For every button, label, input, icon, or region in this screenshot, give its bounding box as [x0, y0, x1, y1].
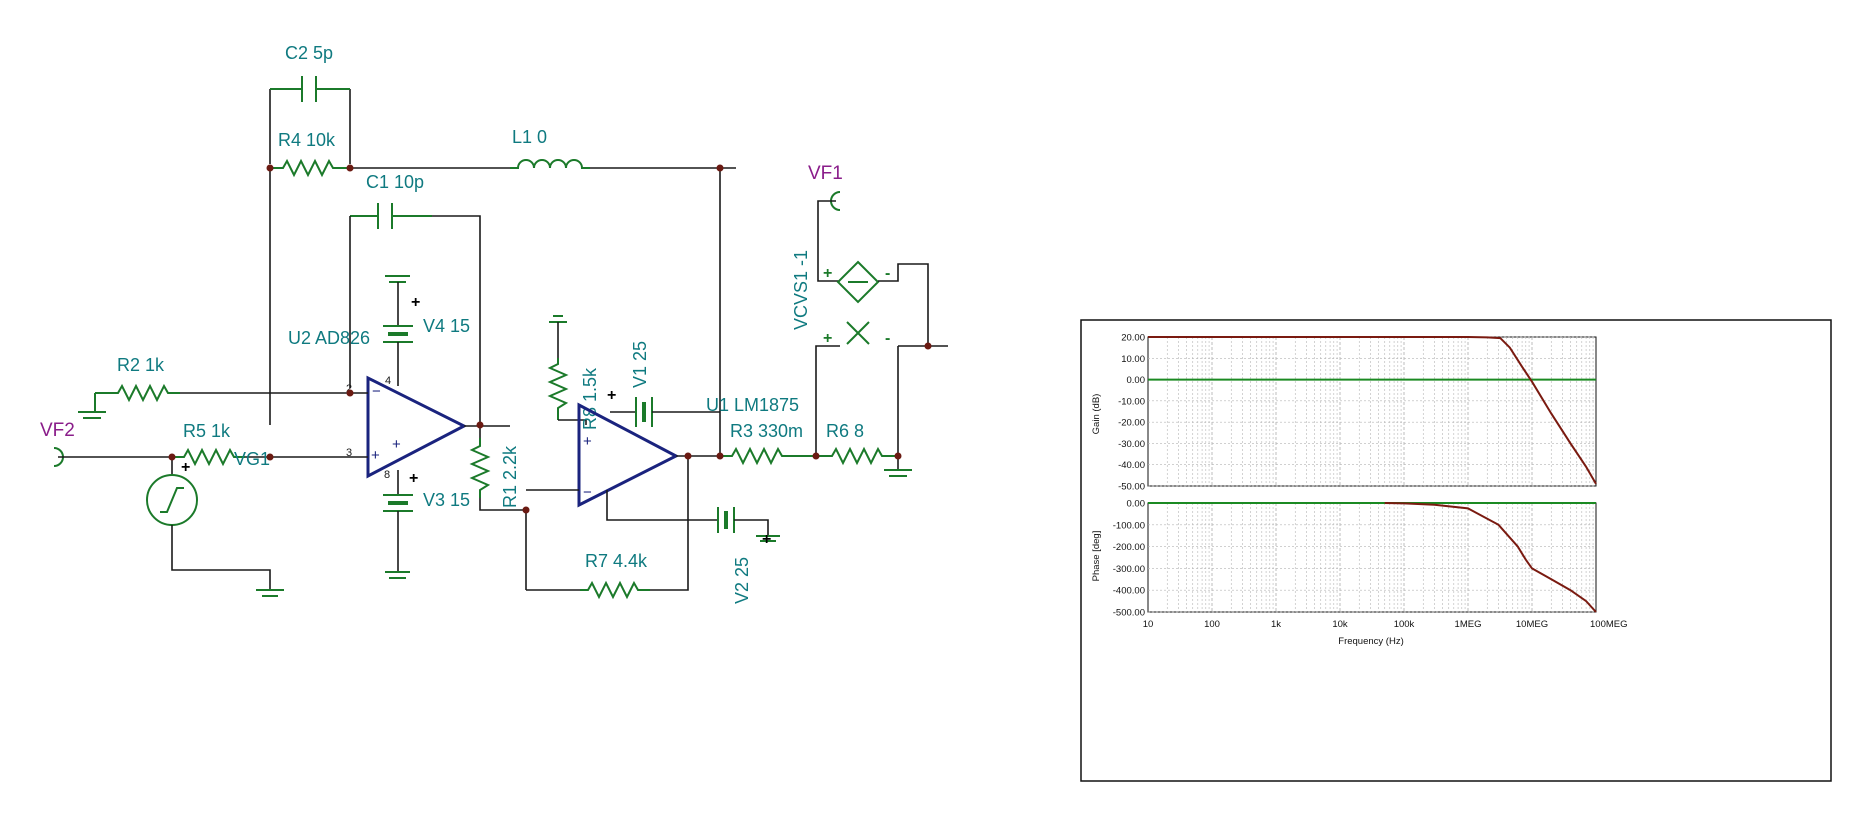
resistor-r5[interactable] — [172, 447, 245, 467]
y-tick-label: -10.00 — [1118, 396, 1145, 407]
plot-frame — [1080, 319, 1832, 782]
x-tick-label: 100 — [1204, 619, 1220, 630]
vcvs1-minus-out: - — [885, 330, 890, 347]
plot-series — [1148, 336, 1597, 613]
label-r5: R5 1k — [183, 421, 231, 441]
label-c2: C2 5p — [285, 43, 333, 63]
inductor-l1[interactable] — [510, 159, 590, 169]
opamp-u1[interactable] — [577, 402, 680, 508]
frequency-axis-label: Frequency (Hz) — [1338, 636, 1403, 647]
capacitor-c1[interactable] — [349, 203, 481, 425]
label-r8: R8 1.5k — [580, 367, 600, 430]
vcvs1-plus-out: + — [823, 330, 832, 347]
vcvs1-plus-in: + — [823, 265, 832, 282]
y-tick-label: -30.00 — [1118, 439, 1145, 450]
y-tick-label: -400.00 — [1113, 586, 1145, 597]
x-tick-label: 1MEG — [1455, 619, 1482, 630]
u2-plus-sign-2: + — [392, 436, 401, 453]
phase-axis-label: Phase [deg] — [1091, 531, 1102, 582]
plot-reference-lines — [1148, 378, 1596, 504]
label-vcvs1: VCVS1 -1 — [791, 250, 811, 330]
label-vf2: VF2 — [40, 420, 75, 441]
battery-v3[interactable] — [383, 470, 413, 579]
label-v4: V4 15 — [423, 316, 470, 336]
label-r1: R1 2.2k — [500, 445, 520, 508]
y-tick-label: 0.00 — [1127, 375, 1146, 386]
x-tick-label: 1k — [1271, 619, 1281, 630]
y-tick-label: 0.00 — [1127, 499, 1146, 510]
v4-plus-sign: + — [411, 294, 420, 311]
battery-v2[interactable] — [606, 490, 780, 542]
x-tick-label: 10k — [1332, 619, 1348, 630]
label-v3: V3 15 — [423, 490, 470, 510]
gain-axis-label: Gain (dB) — [1091, 394, 1102, 435]
label-c1: C1 10p — [366, 172, 424, 192]
label-vf1: VF1 — [808, 163, 843, 184]
label-u1: U1 LM1875 — [706, 395, 799, 415]
x-tick-label: 10 — [1143, 619, 1154, 630]
plot-tick-labels: 20.00 10.00 0.00 -10.00 -20.00 -30.00 -40.00 -5… — [1113, 333, 1628, 631]
label-u2: U2 AD826 — [288, 328, 370, 348]
u1-plus-sign: + — [583, 433, 592, 450]
bode-plot-window: 20.00 10.00 0.00 -10.00 -20.00 -30.00 -40.00 -5… — [1080, 319, 1832, 782]
label-r3: R3 330m — [730, 421, 803, 441]
u2-plus-sign: + — [371, 447, 380, 464]
y-tick-label: -20.00 — [1118, 418, 1145, 429]
label-r4: R4 10k — [278, 130, 336, 150]
circuit-schematic: C2 5p R4 10k L1 0 C1 10p — [40, 43, 948, 604]
y-tick-label: -50.00 — [1118, 482, 1145, 493]
resistor-r6[interactable] — [816, 446, 898, 466]
y-tick-label: 20.00 — [1121, 333, 1145, 344]
opamp-u2[interactable] — [366, 375, 468, 479]
x-tick-label: 100MEG — [1590, 619, 1628, 630]
y-tick-label: 10.00 — [1121, 354, 1145, 365]
battery-v4[interactable] — [383, 275, 413, 386]
u2-pin-inv: 2 — [346, 383, 352, 395]
resistor-r4[interactable] — [270, 158, 350, 178]
battery-v1[interactable] — [610, 397, 720, 427]
v1-plus-sign: + — [607, 387, 616, 404]
junction-dots — [168, 164, 932, 514]
vg1-plus-sign: + — [181, 459, 190, 476]
u1-minus-sign: − — [583, 484, 592, 501]
x-tick-label: 100k — [1394, 619, 1415, 630]
y-tick-label: -300.00 — [1113, 564, 1145, 575]
u2-pin-vminus: 8 — [384, 469, 390, 481]
label-v1: V1 25 — [630, 341, 650, 388]
plot-grid — [1147, 336, 1597, 613]
u2-minus-sign: − — [372, 383, 381, 400]
vcvs-vcvs1[interactable] — [815, 260, 948, 456]
resistor-r2[interactable] — [78, 383, 368, 419]
generator-vg1[interactable] — [146, 457, 284, 597]
y-tick-label: -500.00 — [1113, 608, 1145, 619]
label-r2: R2 1k — [117, 355, 165, 375]
vcvs1-minus-in: - — [885, 265, 890, 282]
u2-pin-vplus: 4 — [385, 375, 391, 387]
label-l1: L1 0 — [512, 127, 547, 147]
y-tick-label: -100.00 — [1113, 520, 1145, 531]
x-tick-label: 10MEG — [1516, 619, 1548, 630]
u2-pin-noninv: 3 — [346, 447, 352, 459]
capacitor-c2[interactable] — [269, 76, 351, 164]
label-r6: R6 8 — [826, 421, 864, 441]
v2-plus-sign: + — [762, 531, 771, 548]
series-line — [1384, 502, 1597, 613]
y-tick-label: -40.00 — [1118, 460, 1145, 471]
label-vg1: VG1 — [234, 449, 270, 469]
resistor-r3[interactable] — [720, 446, 816, 466]
series-line — [1148, 336, 1597, 485]
label-v2: V2 25 — [732, 557, 752, 604]
y-tick-label: -200.00 — [1113, 542, 1145, 553]
label-r7: R7 4.4k — [585, 551, 648, 571]
v3-plus-sign: + — [409, 470, 418, 487]
resistor-r8[interactable] — [547, 315, 586, 421]
resistor-r7[interactable] — [580, 580, 650, 600]
